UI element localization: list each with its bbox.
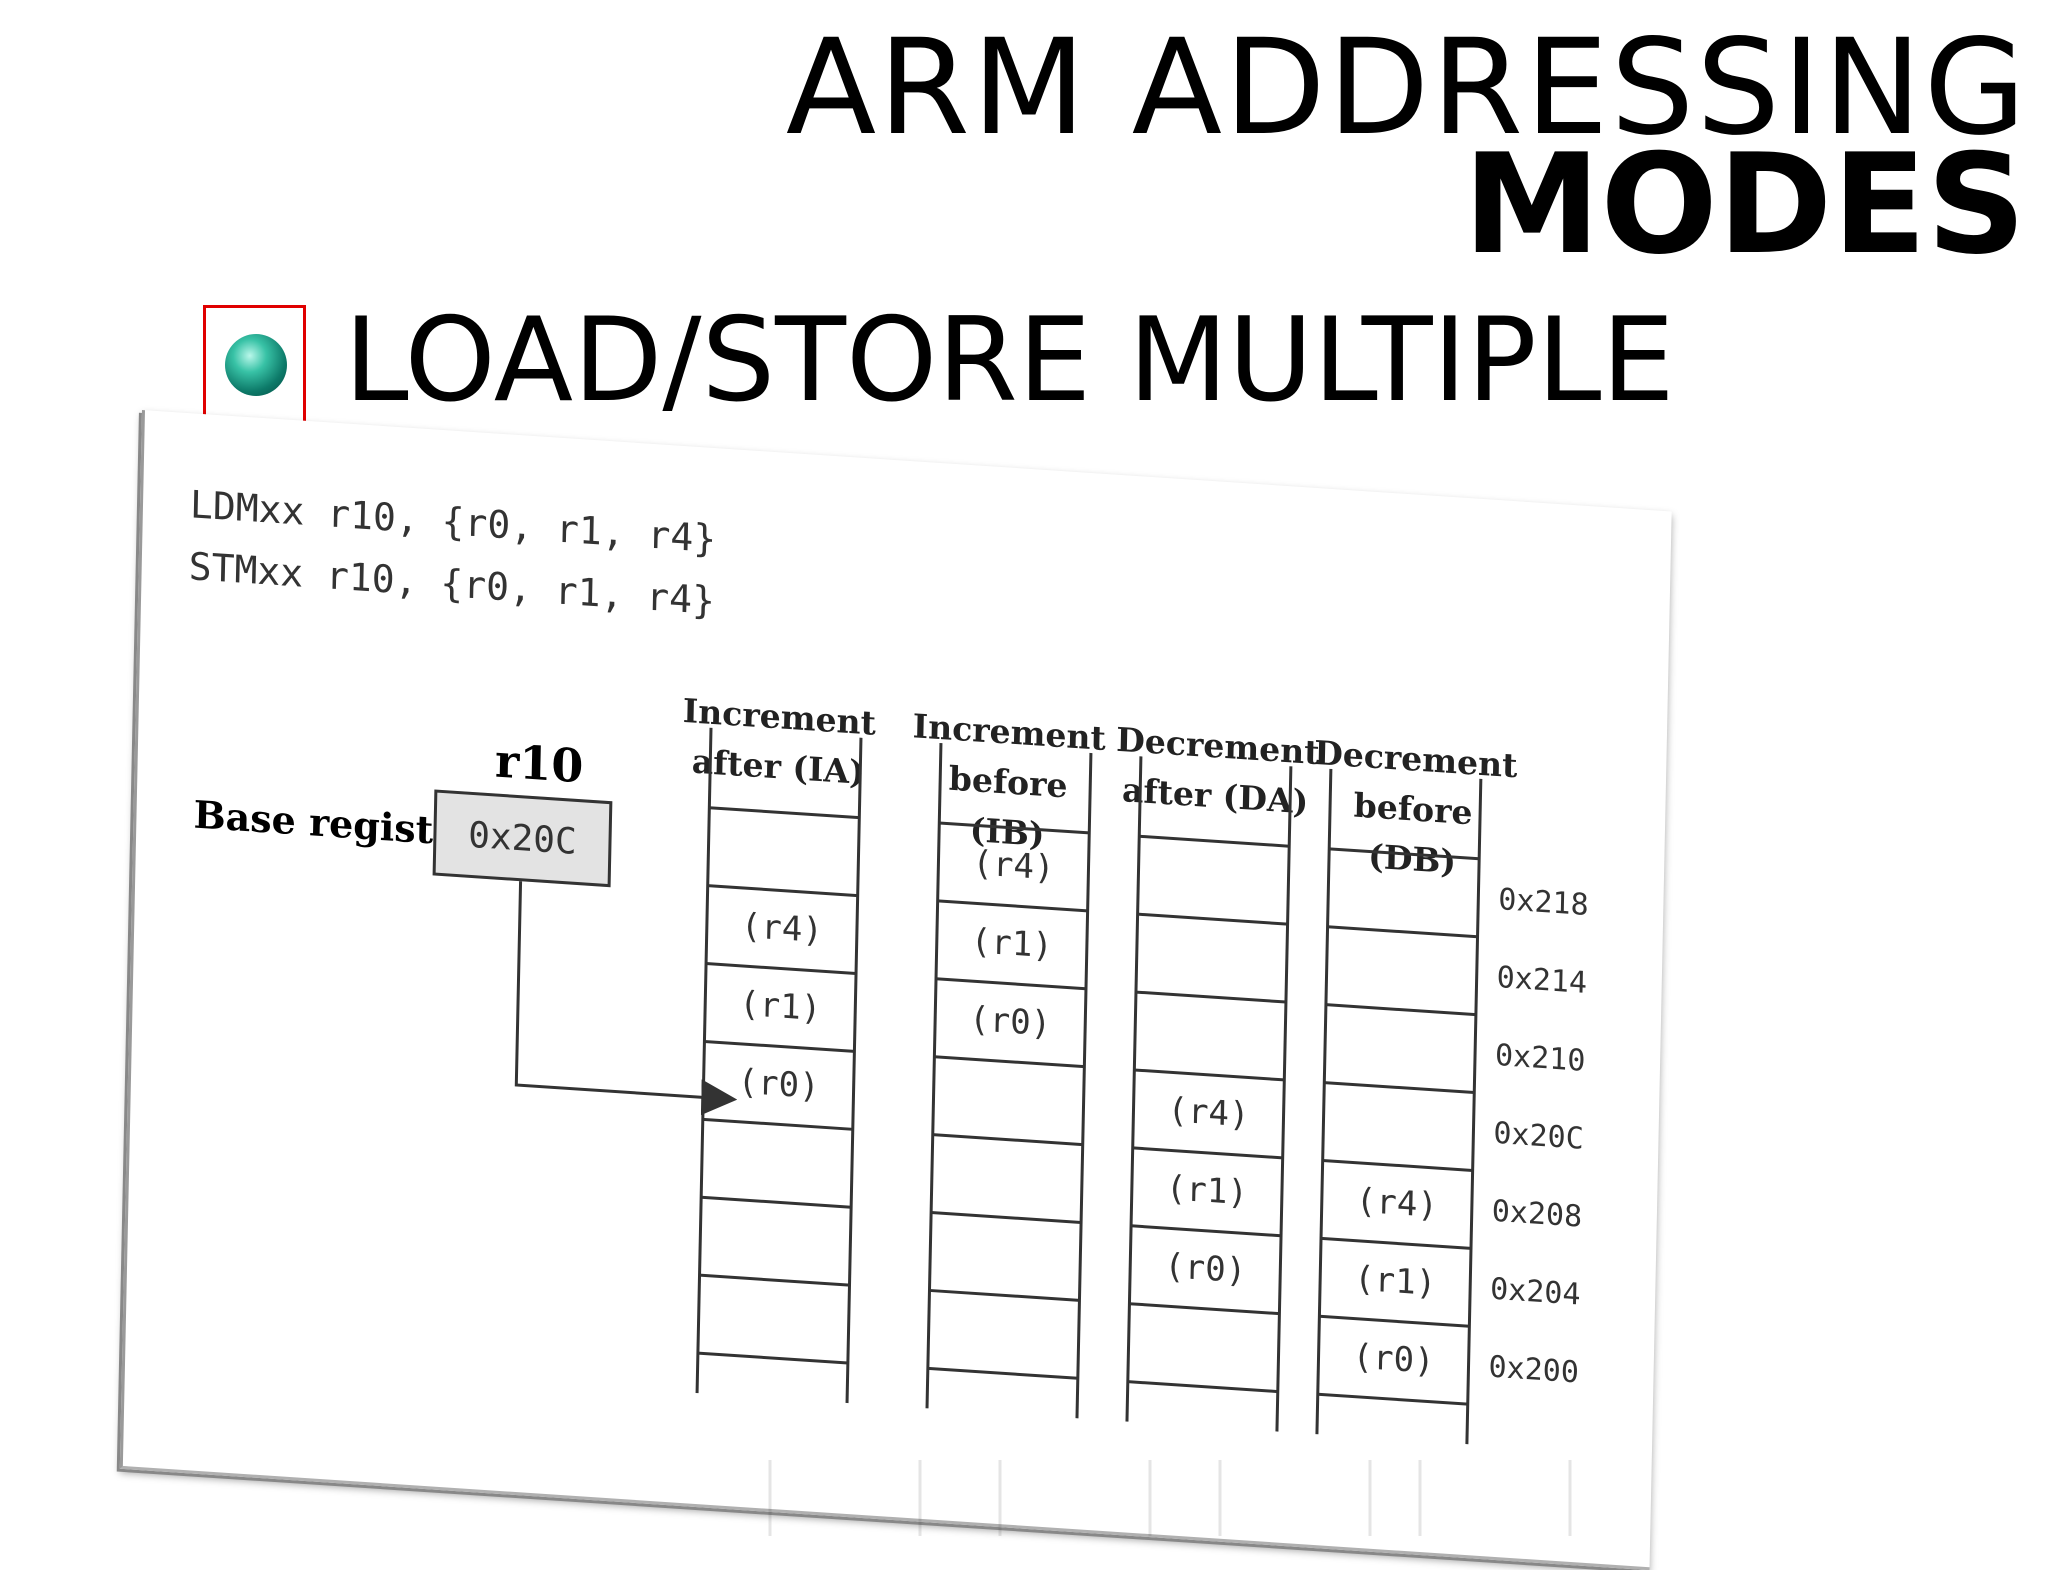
stack-ia-divider <box>709 806 860 820</box>
stack-ia-side-left <box>695 727 713 1394</box>
stack-ia-divider <box>697 1351 848 1365</box>
stack-ib-divider <box>932 1133 1083 1147</box>
stack-da-divider <box>1137 912 1288 926</box>
address-label: 0x200 <box>1488 1349 1580 1391</box>
stack-da-divider <box>1139 834 1290 848</box>
stack-ib-divider <box>937 899 1088 913</box>
stack-db-divider <box>1324 1081 1475 1095</box>
stack-ia-divider <box>699 1273 850 1287</box>
stack-ib-divider <box>929 1288 1080 1302</box>
stack-ib-divider <box>934 1055 1085 1069</box>
stack-ib-divider <box>939 821 1090 835</box>
stack-ia-divider <box>704 1039 855 1053</box>
address-label: 0x210 <box>1494 1037 1586 1079</box>
stack-ia-divider <box>706 962 857 975</box>
stack-da-side-left <box>1125 756 1143 1422</box>
bullet-text: LOAD/STORE MULTIPLE <box>344 293 1675 428</box>
stack-ib-divider <box>927 1366 1078 1380</box>
diagram-panel: LDMxx r10, {r0, r1, r4}STMxx r10, {r0, r… <box>119 410 1672 1570</box>
address-label: 0x204 <box>1489 1271 1581 1313</box>
stack-da-side-right <box>1275 766 1293 1432</box>
stack-db-divider <box>1319 1314 1470 1328</box>
stack-db-divider <box>1320 1236 1472 1250</box>
stack-db-divider <box>1317 1392 1468 1406</box>
stack-ia-divider <box>702 1117 853 1131</box>
base-pointer-arrow <box>514 881 738 1116</box>
bullet-highlight-box <box>203 305 306 429</box>
memory-stacks-svg <box>514 727 1483 1445</box>
stack-ib-divider <box>935 977 1087 991</box>
stack-da-divider <box>1131 1224 1282 1238</box>
panel-reflection <box>768 1460 1572 1536</box>
stack-da-divider <box>1134 1068 1285 1082</box>
title-line-2: MODES <box>1463 124 2026 285</box>
stack-ib-side-left <box>925 742 943 1409</box>
stack-da-divider <box>1127 1380 1278 1394</box>
stack-db-divider <box>1329 847 1480 861</box>
stack-db-divider <box>1325 1003 1476 1017</box>
stack-ia-side-right <box>845 737 863 1404</box>
address-label: 0x20C <box>1493 1115 1585 1157</box>
address-label: 0x218 <box>1497 882 1589 924</box>
address-label: 0x214 <box>1496 960 1588 1001</box>
stack-db-divider <box>1327 925 1478 939</box>
stack-db-divider <box>1322 1158 1473 1172</box>
title-line-1: ARM ADDRESSING <box>785 11 2028 165</box>
stack-ib-side-right <box>1075 752 1093 1419</box>
stack-ib-divider <box>931 1211 1082 1224</box>
stack-ia-divider <box>701 1195 852 1209</box>
stack-ia-divider <box>707 884 858 898</box>
stack-da-divider <box>1135 990 1286 1004</box>
stack-db-side-right <box>1465 778 1483 1445</box>
stack-db-side-left <box>1315 768 1333 1435</box>
stack-da-divider <box>1129 1302 1280 1316</box>
address-label: 0x208 <box>1491 1193 1583 1235</box>
gem-bullet-icon <box>225 334 287 396</box>
stack-da-divider <box>1132 1146 1283 1160</box>
